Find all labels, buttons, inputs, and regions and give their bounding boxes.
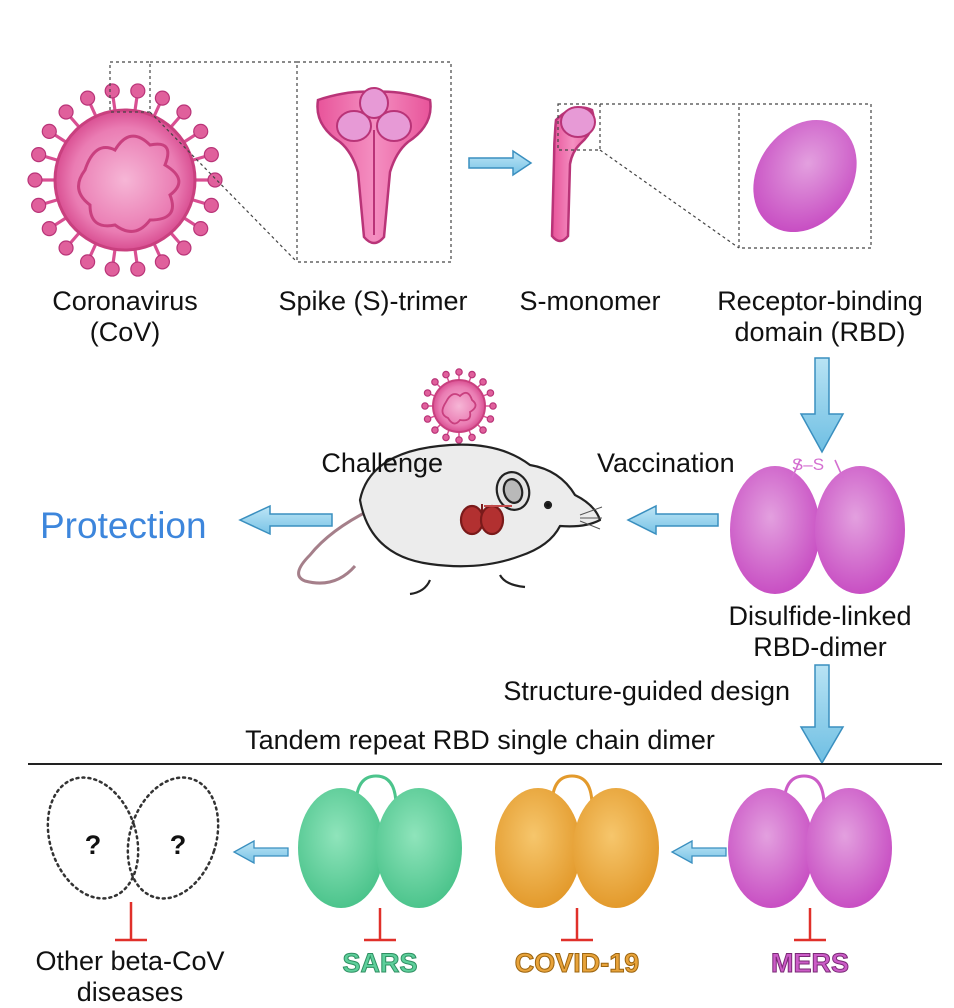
zoom-box-rbd: [557, 103, 872, 249]
unknown-mark-left: ?: [84, 830, 102, 860]
coronavirus-illustration: [27, 83, 223, 277]
label-structure-guided: Structure-guided design: [503, 676, 790, 706]
label-sars: SARS: [342, 948, 418, 979]
label-vaccination: Vaccination: [597, 448, 735, 478]
mers-dimer: [728, 774, 892, 908]
s-monomer-illustration: [550, 106, 596, 243]
zoom-box-trimer: [109, 61, 452, 263]
disulfide-rbd-dimer: [730, 459, 905, 594]
label-tandem-repeat: Tandem repeat RBD single chain dimer: [245, 725, 715, 755]
label-mers: MERS: [770, 948, 849, 979]
arrow-mers-to-covid: [670, 839, 727, 865]
unknown-dimer: [46, 776, 220, 900]
virus-spikes: [27, 83, 223, 277]
arrow-structure-guided: [799, 664, 845, 765]
label-covid19: COVID-19: [514, 948, 640, 979]
spike-trimer-illustration: [316, 87, 432, 245]
arrow-protection: [238, 504, 333, 536]
label-coronavirus: Coronavirus(CoV): [52, 286, 198, 347]
small-virus-illustration: [421, 368, 497, 444]
arrow-sars-to-other: [232, 839, 289, 865]
arrow-rbd-to-dimer: [799, 357, 845, 454]
inhibition-marks: [115, 902, 826, 942]
rna-genome: [77, 134, 181, 233]
label-disulfide-bond: S–S: [791, 455, 825, 474]
covid19-dimer: [495, 774, 659, 908]
arrow-vaccination: [626, 504, 719, 536]
label-challenge: Challenge: [321, 448, 443, 478]
sars-dimer: [298, 774, 462, 908]
arrow-trimer-to-monomer: [468, 149, 533, 177]
label-spike-trimer: Spike (S)-trimer: [278, 286, 468, 316]
unknown-mark-right: ?: [169, 830, 187, 860]
mouse-illustration: [297, 443, 603, 596]
rbd-illustration: [753, 119, 857, 233]
label-protection: Protection: [40, 505, 207, 546]
label-s-monomer: S-monomer: [519, 286, 661, 316]
